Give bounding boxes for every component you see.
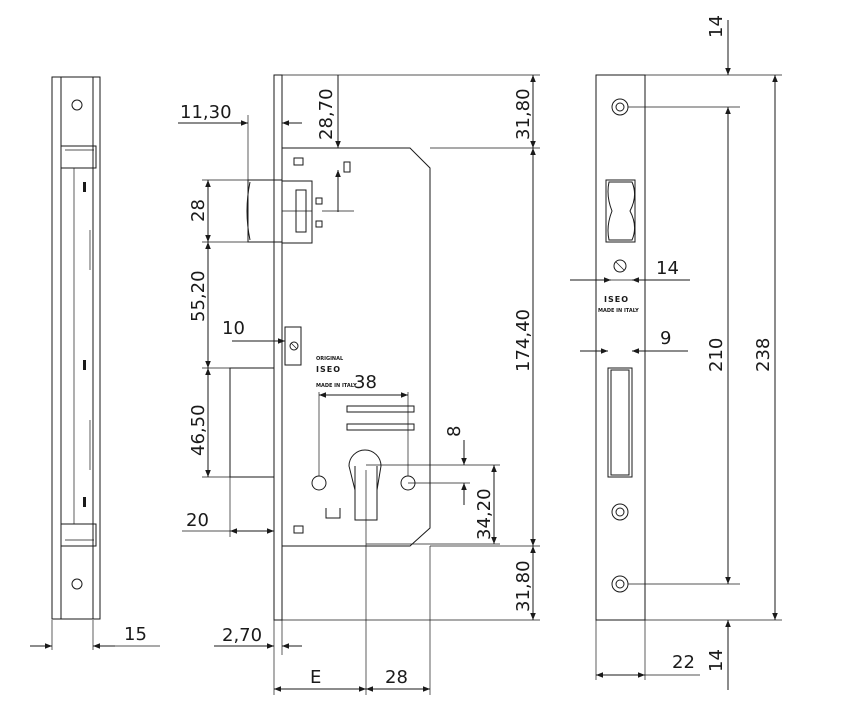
faceplate-body: [595, 74, 646, 621]
latch-opening: [605, 179, 636, 243]
dim-label-55-20: 55,20: [188, 270, 209, 322]
dim-label-38: 38: [354, 372, 377, 393]
dim-label-28-latch: 28: [188, 199, 209, 222]
dim-label-31-80-bottom: 31,80: [513, 560, 534, 612]
faceplate-view: ISEO MADE IN ITALY 14 9 14 210 238 14: [570, 15, 782, 690]
brand-case: ISEO: [316, 365, 341, 374]
tab-slot: [325, 508, 341, 519]
dim-label-20: 20: [186, 510, 209, 531]
dim-label-11-30: 11,30: [180, 102, 232, 123]
dim-label-28-backset: 28: [385, 667, 408, 688]
cylinder-cutout: [348, 449, 382, 521]
front-view: ORIGINAL ISEO MADE IN ITALY 11,30 28,70 …: [178, 74, 540, 695]
front-faceplate: [273, 74, 283, 621]
faceplate-hole-bottom: [611, 575, 629, 593]
dim-label-E: E: [310, 667, 321, 688]
case-hole-left: [311, 475, 327, 491]
made-in-italy-plate: MADE IN ITALY: [598, 308, 639, 314]
faceplate-screw-icon: [289, 341, 299, 351]
deadbolt: [229, 367, 275, 478]
dim-label-238: 238: [753, 338, 774, 372]
bar-lower: [346, 423, 415, 431]
dim-label-15: 15: [124, 624, 147, 645]
faceplate-hole-top: [611, 98, 629, 116]
dim-label-210: 210: [706, 338, 727, 372]
dim-label-9: 9: [660, 328, 671, 349]
dim-label-14-mid: 14: [656, 258, 679, 279]
faceplate-screw-block: [284, 326, 302, 366]
dim-label-174-40: 174,40: [513, 309, 534, 372]
dim-label-2-70: 2,70: [222, 625, 262, 646]
brand-plate: ISEO: [604, 295, 629, 304]
dim-label-14-top: 14: [706, 15, 727, 38]
dim-label-46-50: 46,50: [188, 404, 209, 456]
latch-bolt: [246, 161, 351, 244]
lock-case: [282, 147, 431, 547]
dim-label-8: 8: [444, 426, 465, 437]
faceplate-screw: [613, 259, 627, 273]
dim-label-14-bottom: 14: [706, 649, 727, 672]
bar-upper: [346, 405, 415, 413]
screw-hole-top: [71, 99, 83, 111]
dim-label-28-70: 28,70: [316, 88, 337, 140]
side-view: 15: [30, 76, 160, 650]
made-in-italy-case: MADE IN ITALY: [316, 383, 357, 389]
deadbolt-slot: [607, 367, 633, 478]
dim-label-34-20: 34,20: [474, 488, 495, 540]
faceplate-hole-mid: [611, 503, 629, 521]
dim-label-10: 10: [222, 318, 245, 339]
original-label: ORIGINAL: [316, 356, 344, 362]
dim-label-31-80-top: 31,80: [513, 88, 534, 140]
screw-hole-bottom: [71, 578, 83, 590]
side-faceplate: [51, 76, 101, 620]
dim-label-22: 22: [672, 652, 695, 673]
